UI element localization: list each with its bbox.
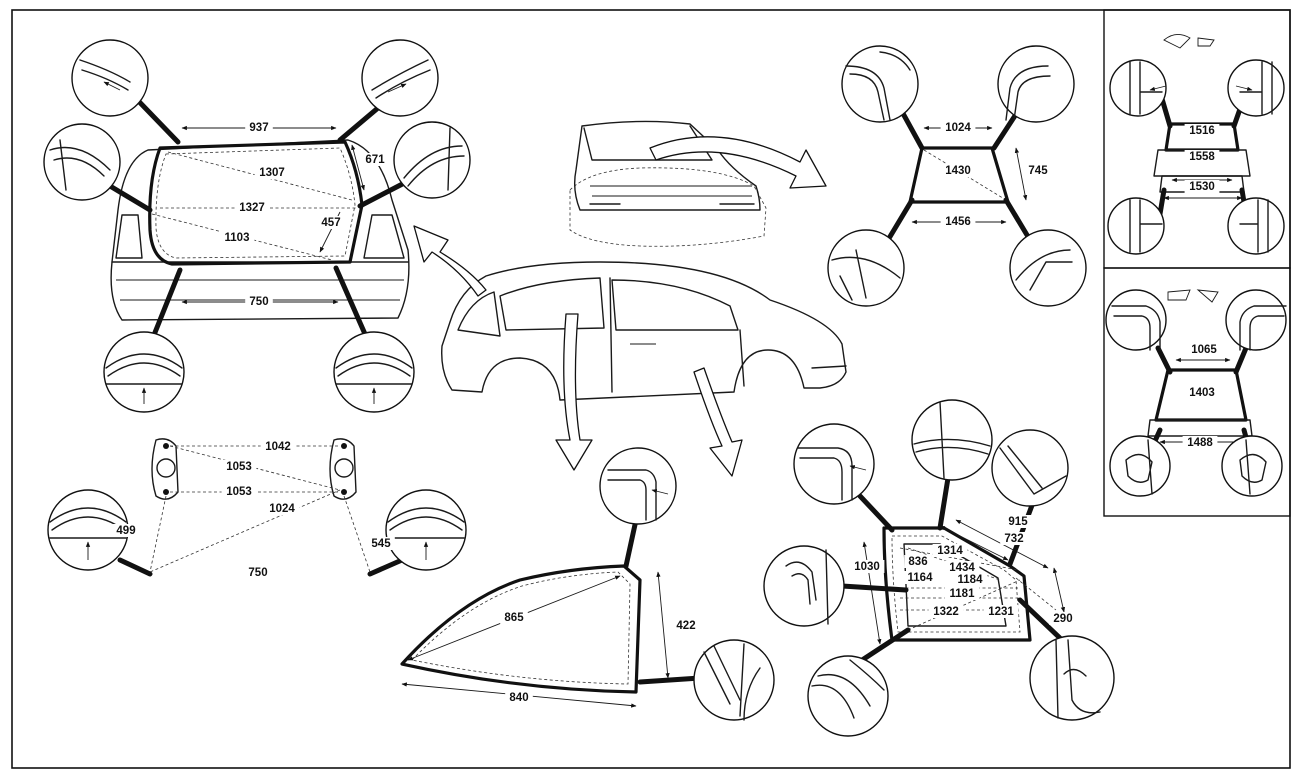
dim-label-rear-hatch: 671 (365, 154, 385, 166)
dim-label-inset-top: 1558 (1189, 151, 1215, 163)
dim-label-bg (245, 295, 273, 308)
dim-label-bg (361, 153, 389, 166)
dim-label-bg (952, 573, 988, 586)
dim-label-bg (221, 485, 257, 498)
dim-label-bg (944, 561, 980, 574)
dim-label-bg (902, 571, 938, 584)
dim-label-bg (1184, 150, 1220, 163)
dim-label-windshield: 745 (1028, 165, 1048, 177)
car-side-view (441, 261, 847, 401)
dim-label-bg (254, 166, 290, 179)
dim-label-bg (1182, 436, 1218, 449)
dim-label-bg (983, 605, 1019, 618)
dim-label-bg (505, 691, 533, 704)
inset-bottom-frame (1103, 267, 1291, 517)
dim-label-rear-hatch: 457 (321, 217, 340, 229)
dim-label-bg (904, 555, 932, 568)
dim-label-bg (932, 544, 968, 557)
dim-label-rear-hatch: 937 (249, 122, 268, 134)
dim-label-rear-hatch-mount: 1053 (226, 486, 252, 498)
dim-label-bg (1184, 124, 1220, 137)
rear-hatch-mount-view (47, 438, 467, 577)
dim-label-rear-hatch-mount: 750 (248, 567, 267, 579)
dim-label-bg (928, 605, 964, 618)
dim-label-bg (221, 460, 257, 473)
dim-label-bg (940, 215, 976, 228)
dim-label-bg (112, 524, 140, 537)
dim-label-bg (317, 216, 345, 229)
dim-label-bg (940, 164, 976, 177)
dim-label-inset-bottom: 1065 (1191, 344, 1217, 356)
dimension-labels: 937 1307 671 1327 457 1103 750 1042 1053 1053 1024… (112, 121, 1222, 704)
rear-hatch-view (43, 39, 471, 413)
dim-label-door-frame: 1164 (908, 572, 934, 584)
dim-label-bg (245, 121, 273, 134)
dim-label-bg (219, 231, 255, 244)
dim-label-door-frame: 1434 (949, 562, 975, 574)
dim-label-side-quarter-glass: 422 (676, 620, 695, 632)
dim-label-bg (849, 560, 885, 573)
dim-label-bg (244, 566, 272, 579)
dim-label-windshield: 1456 (945, 216, 971, 228)
dim-label-inset-bottom: 1488 (1187, 437, 1213, 449)
dim-label-door-frame: 732 (1004, 533, 1023, 545)
dim-label-door-frame: 1181 (950, 588, 976, 600)
dim-label-bg (672, 619, 700, 632)
dim-label-door-frame: 1184 (958, 574, 984, 586)
dim-label-inset-top: 1516 (1189, 125, 1215, 137)
dim-label-door-frame: 1030 (854, 561, 880, 573)
dim-label-door-frame: 290 (1053, 613, 1072, 625)
dim-label-door-frame: 1231 (988, 606, 1014, 618)
dim-label-bg (1000, 532, 1028, 545)
dim-label-rear-hatch: 1327 (239, 202, 265, 214)
dim-label-bg (234, 201, 270, 214)
dim-label-side-quarter-glass: 865 (504, 612, 524, 624)
dim-label-door-frame: 1314 (937, 545, 963, 557)
dim-label-bg (1024, 164, 1052, 177)
side-quarter-glass-view (400, 447, 775, 721)
inset-bottom-view (1105, 289, 1287, 497)
dim-label-bg (1049, 612, 1077, 625)
dim-label-door-frame: 915 (1008, 516, 1028, 528)
door-frame-view (763, 399, 1115, 737)
dim-label-rear-hatch: 750 (249, 296, 268, 308)
dim-label-windshield: 1024 (945, 122, 971, 134)
dim-label-inset-top: 1530 (1189, 181, 1215, 193)
dim-label-rear-hatch-mount: 1042 (265, 441, 291, 453)
dim-label-bg (1186, 343, 1222, 356)
dim-label-door-frame: 836 (908, 556, 927, 568)
dim-label-bg (1184, 386, 1220, 399)
dim-label-bg (264, 502, 300, 515)
dim-label-rear-hatch: 1103 (225, 232, 250, 244)
car-front-view (569, 120, 767, 247)
inset-top-view (1107, 34, 1285, 255)
dim-label-rear-hatch: 1307 (259, 167, 285, 179)
dim-label-bg (944, 587, 980, 600)
dim-label-bg (260, 440, 296, 453)
dim-label-rear-hatch-mount: 545 (371, 538, 391, 550)
dim-label-bg (940, 121, 976, 134)
dim-label-bg (1004, 515, 1032, 528)
dim-label-rear-hatch-mount: 1024 (269, 503, 295, 515)
dim-label-door-frame: 1322 (933, 606, 959, 618)
dim-label-bg (1184, 180, 1220, 193)
dim-label-side-quarter-glass: 840 (509, 692, 528, 704)
dim-label-rear-hatch-mount: 499 (116, 525, 135, 537)
dim-label-inset-bottom: 1403 (1189, 387, 1215, 399)
pointer-arrows (413, 136, 827, 477)
dim-label-rear-hatch-mount: 1053 (226, 461, 252, 473)
dim-label-windshield: 1430 (945, 165, 971, 177)
dim-label-bg (367, 537, 395, 550)
dim-label-bg (500, 611, 528, 624)
